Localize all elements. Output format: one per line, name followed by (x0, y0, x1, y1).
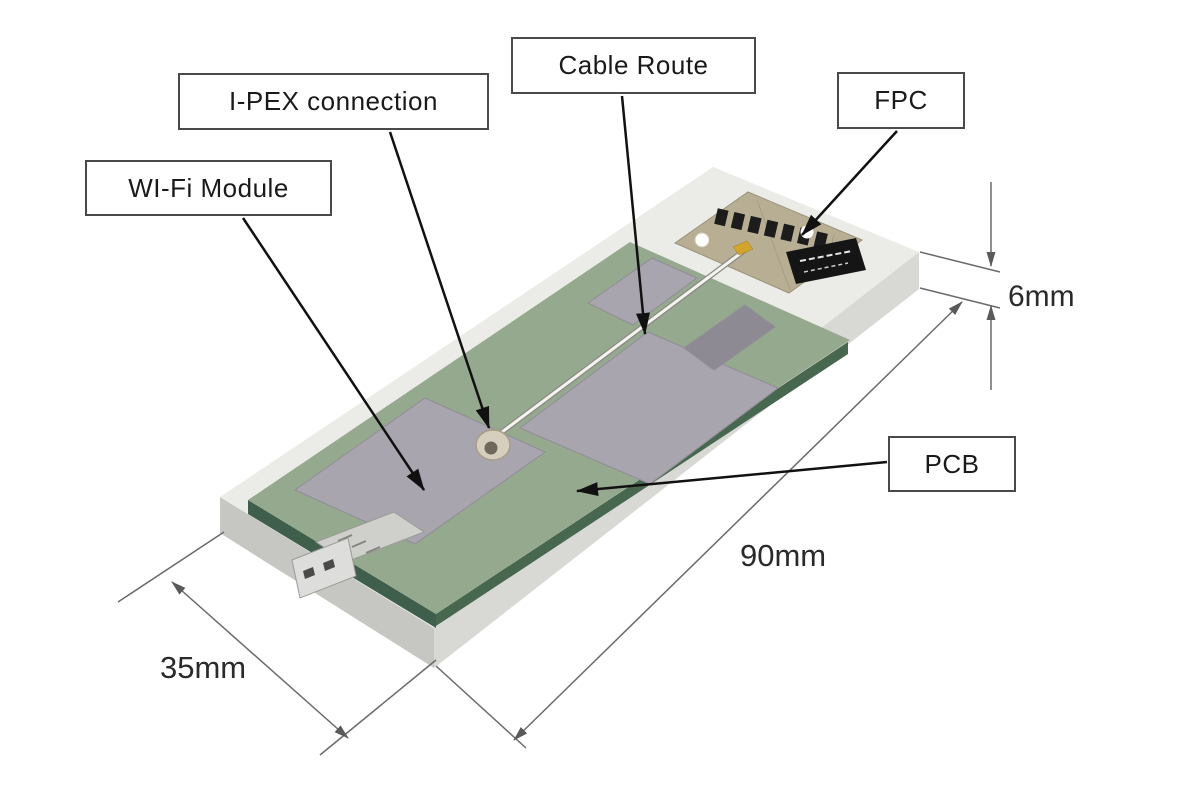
cable-route-arrow (620, 95, 650, 335)
dim-ext-line (435, 665, 527, 749)
ipex-center-pin (484, 441, 498, 455)
usb-pin-line (351, 540, 367, 548)
pcb-arrow (576, 460, 888, 497)
ipex-connection-arrow (388, 131, 491, 429)
fpc-hole-left (694, 232, 710, 248)
ipex-connector (475, 429, 511, 461)
fpc-label-text-line2 (803, 262, 849, 273)
usb-hole (303, 567, 315, 579)
fpc-label-chip (786, 238, 866, 284)
label-fpc: FPC (837, 72, 965, 129)
dimension-length: 90mm (740, 538, 827, 573)
dim-ext-line (919, 251, 1001, 273)
dim-line-35mm (171, 581, 349, 739)
dimension-thickness: 6mm (1008, 280, 1075, 313)
wifi-module-arrow (241, 217, 426, 491)
fpc-hole-right (800, 225, 814, 239)
label-cable-route: Cable Route (511, 37, 756, 94)
leader-arrows (241, 95, 898, 497)
dim-ext-line (117, 531, 225, 603)
fpc-arrow (801, 130, 898, 236)
dim-line-90mm (513, 301, 963, 741)
label-pcb: PCB (888, 436, 1016, 492)
dim-ext-line (319, 659, 437, 756)
dimension-lines (117, 182, 1001, 756)
dim-ext-line (919, 287, 1001, 309)
dimension-width: 35mm (160, 650, 247, 685)
label-wifi-module: WI-Fi Module (85, 160, 332, 216)
label-ipex-connection: I-PEX connection (178, 73, 489, 130)
fpc-crease (756, 199, 791, 291)
usb-pin-line (365, 546, 381, 554)
cable-fpc-connector (732, 240, 754, 256)
usb-hole (323, 559, 335, 571)
fpc-chip-row (714, 208, 834, 251)
usb-pin-line (337, 534, 353, 542)
